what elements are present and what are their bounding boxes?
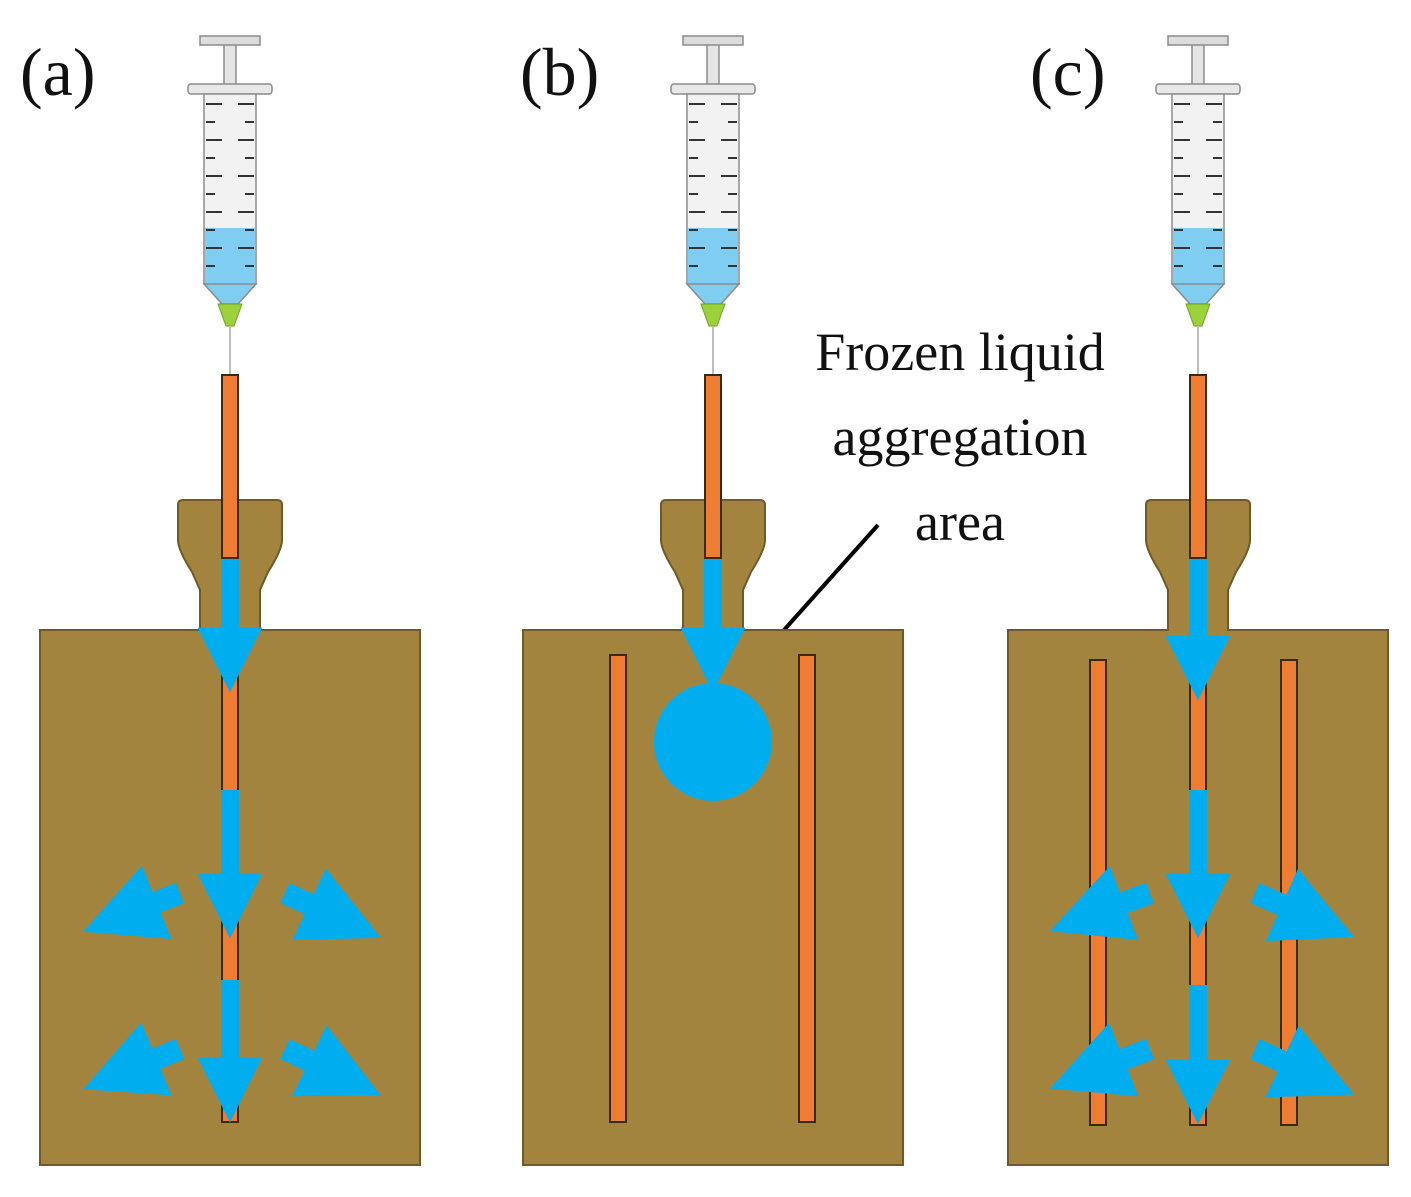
flow-arrow-icon: [83, 865, 185, 940]
droplet-shape: [654, 683, 772, 801]
syringe-plunger-top: [682, 35, 744, 46]
liquid-column: [1189, 985, 1207, 1085]
flow-arrow-icon: [1250, 868, 1355, 942]
syringe-flange: [1155, 83, 1241, 95]
syringe-flange: [670, 83, 756, 95]
liquid-column: [221, 790, 239, 900]
inlet-rod: [1189, 374, 1207, 559]
needle-hub: [1185, 303, 1211, 327]
syringe-tip: [202, 283, 258, 305]
flow-arrow-icon: [280, 1025, 381, 1097]
syringe-icon: [670, 35, 756, 375]
syringe-flange: [187, 83, 273, 95]
panel-label-c: (c): [1030, 34, 1105, 110]
annotation-line-1: Frozen liquid: [815, 322, 1104, 382]
syringe-plunger-top: [199, 35, 261, 46]
liquid-column: [1189, 790, 1207, 900]
flow-arrow-icon: [280, 868, 381, 941]
syringe-liquid: [688, 228, 738, 284]
syringe-tip: [685, 283, 741, 305]
needle-hub: [700, 303, 726, 327]
panel-c: [1007, 35, 1389, 1166]
left-rod: [609, 654, 627, 1123]
flow-arrow-icon: [1050, 1022, 1155, 1097]
syringe-liquid: [205, 228, 255, 284]
syringe-icon: [187, 35, 273, 375]
flow-arrow-icon: [1250, 1025, 1354, 1098]
panel-label-a: (a): [20, 34, 95, 110]
syringe-liquid: [1173, 228, 1223, 284]
inlet-rod: [221, 374, 239, 559]
liquid-column: [221, 980, 239, 1080]
flow-arrow-icon: [83, 1022, 185, 1096]
inlet-rod: [704, 374, 722, 559]
panel-label-b: (b): [520, 34, 599, 110]
syringe-tip: [1170, 283, 1226, 305]
annotation-line-2: aggregation: [833, 407, 1088, 467]
left-rod: [1089, 659, 1107, 1126]
syringe-plunger-top: [1167, 35, 1229, 46]
needle-hub: [217, 303, 243, 327]
annotation-line-3: area: [915, 492, 1005, 552]
flow-arrow-icon: [1049, 865, 1154, 940]
syringe-icon: [1155, 35, 1241, 375]
panel-b: [522, 35, 904, 1166]
right-rod: [798, 654, 816, 1123]
panel-a: [39, 35, 421, 1166]
